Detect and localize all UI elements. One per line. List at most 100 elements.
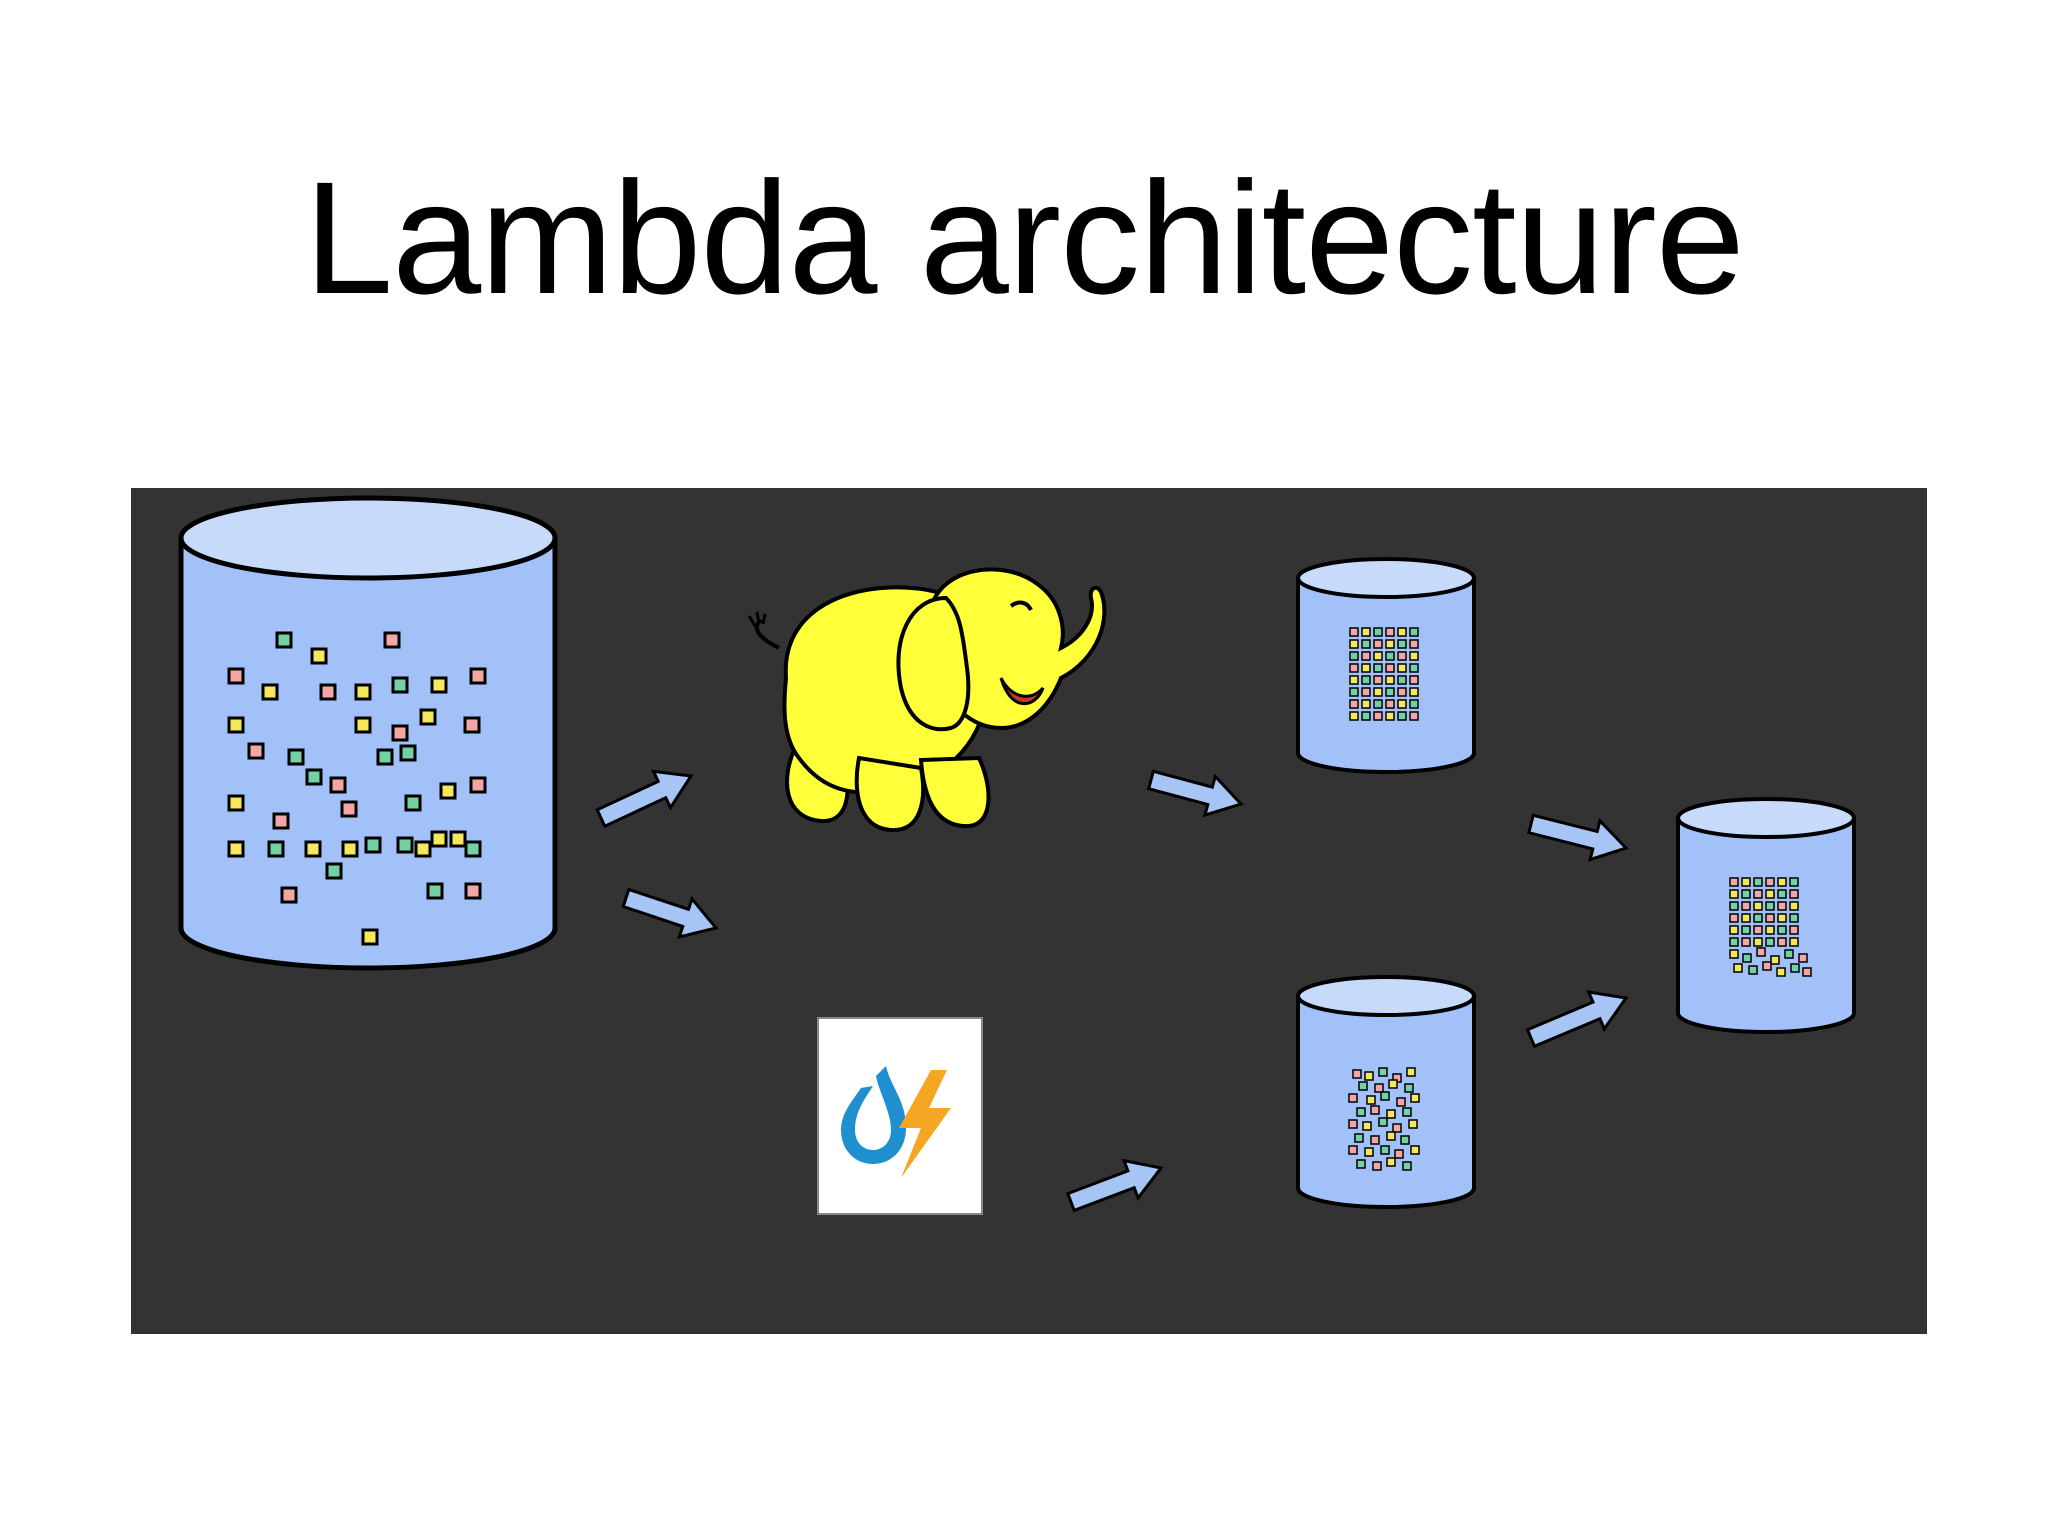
record-square [464,840,482,858]
record-square [287,748,305,766]
record-square [1349,699,1359,709]
record-square [1404,1083,1414,1093]
record-square [464,882,482,900]
record-square [419,708,437,726]
record-square [1741,937,1751,947]
record-square [1373,651,1383,661]
record-square [1361,687,1371,697]
record-square [1789,925,1799,935]
storm-water-lightning-icon [817,1017,983,1215]
record-square [1765,937,1775,947]
batch-view-records [1349,627,1419,721]
record-square [227,667,245,685]
record-square [1385,651,1395,661]
record-square [1777,877,1787,887]
record-square [1392,1123,1402,1133]
record-square [1385,711,1395,721]
record-square [1410,1145,1420,1155]
record-square [1756,947,1766,957]
record-square [426,882,444,900]
record-square [1385,687,1395,697]
record-square [361,928,379,946]
record-square [1765,925,1775,935]
record-square [1361,699,1371,709]
record-square [1789,937,1799,947]
record-square [1790,963,1800,973]
record-square [1385,663,1395,673]
record-square [1370,1135,1380,1145]
arrow [621,887,719,939]
record-square [1378,1117,1388,1127]
record-square [1753,913,1763,923]
record-square [1385,639,1395,649]
record-square [1397,663,1407,673]
record-square [1402,1107,1412,1117]
record-square [1408,1119,1418,1129]
record-square [1753,937,1763,947]
record-square [1386,1109,1396,1119]
record-square [1409,663,1419,673]
record-square [1397,687,1407,697]
record-square [1729,949,1739,959]
record-square [364,836,382,854]
record-square [1729,901,1739,911]
record-square [1349,651,1359,661]
record-square [391,676,409,694]
record-square [463,716,481,734]
record-square [1409,639,1419,649]
record-square [1729,937,1739,947]
record-square [1397,651,1407,661]
record-square [1352,1069,1362,1079]
record-square [1776,967,1786,977]
record-square [1373,627,1383,637]
record-square [1361,627,1371,637]
record-square [1741,877,1751,887]
record-square [1784,949,1794,959]
batch-view-cylinder [1296,557,1476,774]
record-square [1380,1145,1390,1155]
record-square [310,647,328,665]
record-square [1777,913,1787,923]
record-square [1753,901,1763,911]
record-square [469,776,487,794]
record-square [399,744,417,762]
record-square [1361,675,1371,685]
record-square [439,782,457,800]
record-square [1762,961,1772,971]
record-square [1789,889,1799,899]
record-square [227,716,245,734]
record-square [1385,699,1395,709]
record-square [1388,1079,1398,1089]
record-square [1729,889,1739,899]
query-result-records [1729,877,1812,977]
record-square [267,840,285,858]
record-square [1765,889,1775,899]
record-square [376,748,394,766]
record-square [1789,877,1799,887]
record-square [1770,955,1780,965]
record-square [1374,1083,1384,1093]
record-square [1765,913,1775,923]
slide-title: Lambda architecture [304,148,1745,327]
record-square [1348,1119,1358,1129]
record-square [1361,663,1371,673]
query-result-cylinder [1676,797,1856,1034]
record-square [1409,687,1419,697]
record-square [1397,639,1407,649]
record-square [1397,699,1407,709]
record-square [1397,675,1407,685]
record-square [1373,699,1383,709]
record-square [1358,1081,1368,1091]
record-square [1409,627,1419,637]
arrow [1065,1158,1164,1213]
record-square [1409,651,1419,661]
record-square [1777,889,1787,899]
record-square [1802,967,1812,977]
record-square [1385,627,1395,637]
diagram-panel [131,488,1927,1334]
record-square [1753,877,1763,887]
record-square [1777,901,1787,911]
record-square [1356,1107,1366,1117]
record-square [1753,925,1763,935]
